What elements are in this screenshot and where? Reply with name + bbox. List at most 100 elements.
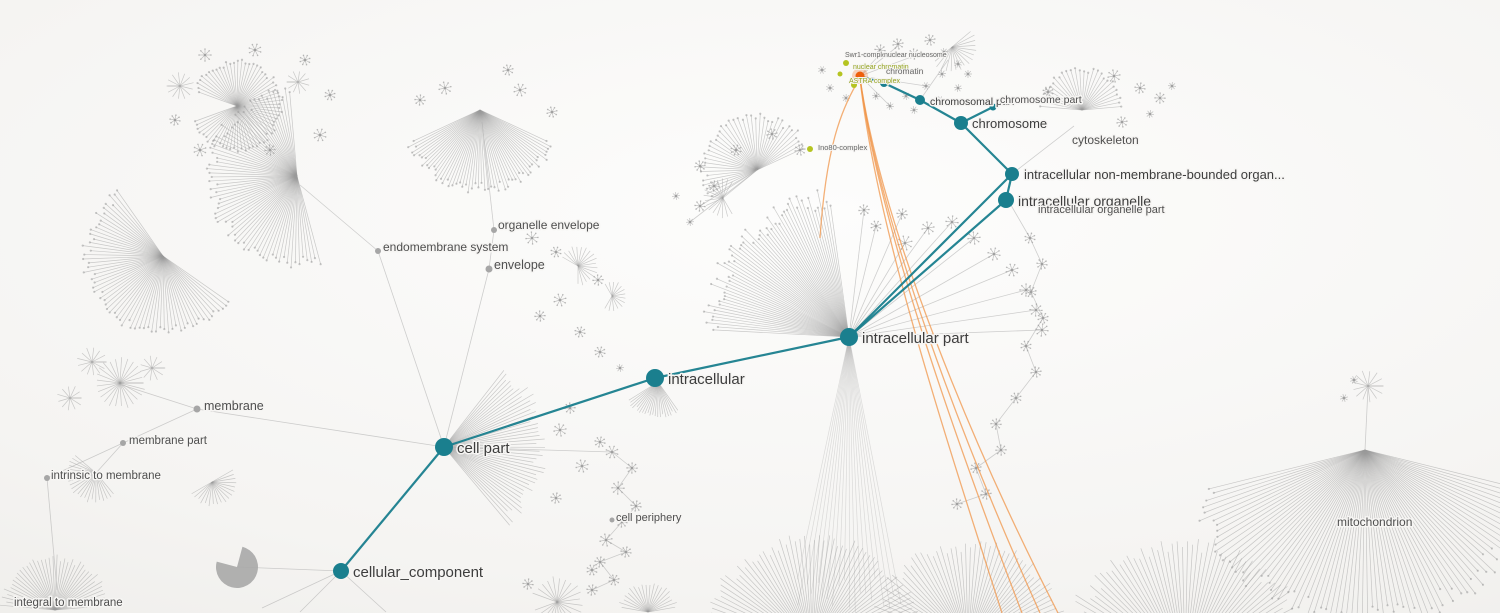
- term-label[interactable]: nuclear chromatin: [852, 63, 910, 72]
- star-tip-dot: [1035, 290, 1037, 292]
- star-tip-dot: [594, 593, 596, 595]
- graph-node-label-intracellular[interactable]: intracellular: [667, 370, 747, 390]
- highlight-node-green[interactable]: [851, 82, 857, 88]
- fan-spoke: [236, 105, 275, 131]
- fan-spoke: [729, 280, 850, 338]
- graph-node-label-chromosome[interactable]: chromosome: [971, 115, 1049, 133]
- star-tip-dot: [562, 424, 565, 426]
- fan-tip-dot: [414, 145, 418, 148]
- fan-tip-dot: [707, 304, 710, 307]
- term-label[interactable]: cytoskeleton: [1071, 132, 1141, 149]
- graph-node-label-intracellular-part[interactable]: intracellular part: [861, 329, 972, 349]
- graph-node-cellular-component[interactable]: [333, 563, 349, 579]
- fan-spoke: [1325, 449, 1366, 610]
- star-tip-dot: [321, 128, 323, 131]
- graph-edge: [859, 55, 915, 77]
- star-tip-dot: [900, 248, 903, 250]
- term-label[interactable]: mitochondrion: [1336, 514, 1414, 531]
- star-tip-dot: [306, 54, 309, 57]
- graph-node-label-intracellular-non-membrane-bounded-organelle[interactable]: intracellular non-membrane-bounded organ…: [1023, 166, 1287, 184]
- term-label[interactable]: Swr1-complex: [844, 51, 891, 60]
- fan-spoke: [276, 90, 298, 177]
- graph-node-chromosomal-part[interactable]: [915, 95, 925, 105]
- term-label[interactable]: chromosome part: [999, 93, 1084, 108]
- star-tip-dot: [1019, 399, 1022, 401]
- highlight-node-green[interactable]: [837, 71, 843, 77]
- graph-node-label-cell-part[interactable]: cell part: [456, 439, 512, 459]
- star-tip-dot: [596, 589, 598, 592]
- fan-spoke: [611, 289, 625, 297]
- fan-spoke: [100, 220, 164, 257]
- star-tip-dot: [208, 58, 211, 61]
- leaf-node-star: [608, 574, 620, 586]
- fan-spoke: [236, 105, 247, 151]
- term-label[interactable]: ASTRA complex: [848, 77, 901, 86]
- fan-tip-dot: [504, 188, 507, 191]
- star-tip-dot: [800, 154, 802, 156]
- fan-spoke: [1364, 449, 1388, 606]
- fan-tip-dot: [441, 182, 444, 185]
- graph-node-small[interactable]: [880, 79, 888, 87]
- graph-node-label-intracellular-organelle[interactable]: intracellular organelle: [1017, 192, 1153, 211]
- graph-node-intracellular-part[interactable]: [840, 328, 858, 346]
- graph-node-small[interactable]: [989, 103, 997, 111]
- highlight-node-green[interactable]: [864, 64, 870, 70]
- term-label[interactable]: endomembrane system: [382, 239, 510, 256]
- graph-node-intracellular-non-membrane-bounded-organelle[interactable]: [1005, 167, 1019, 181]
- graph-node-chromosome[interactable]: [954, 116, 968, 130]
- term-label[interactable]: membrane part: [128, 434, 210, 449]
- graph-node-intracellular-organelle[interactable]: [998, 192, 1014, 208]
- term-label[interactable]: intrinsic to membrane: [50, 469, 163, 484]
- fan-spoke: [140, 367, 153, 372]
- term-label[interactable]: nuclear nucleosome: [883, 51, 948, 60]
- star-tip-dot: [1003, 452, 1006, 455]
- term-label[interactable]: Ino80-complex: [817, 142, 868, 153]
- term-label[interactable]: organelle envelope: [497, 217, 602, 234]
- fan-spoke: [971, 541, 982, 613]
- term-label[interactable]: cell periphery: [615, 511, 684, 526]
- star-tip-dot: [604, 562, 606, 564]
- fan-spoke: [719, 300, 850, 338]
- fan-spoke: [151, 255, 164, 332]
- fan-spoke: [951, 34, 975, 48]
- fan-spoke: [1364, 449, 1404, 608]
- term-label[interactable]: membrane: [203, 398, 266, 415]
- graph-node-intracellular[interactable]: [646, 369, 664, 387]
- star-tip-dot: [704, 164, 706, 167]
- term-node-dot[interactable]: [485, 265, 493, 273]
- star-tip-dot: [204, 147, 207, 149]
- fan-tip-dot: [702, 310, 706, 313]
- fan-spoke: [1094, 595, 1118, 613]
- fan-tip-dot: [772, 206, 775, 209]
- fan-spoke: [708, 305, 850, 338]
- star-tip-dot: [313, 136, 316, 139]
- fan-spoke: [115, 382, 121, 407]
- fan-spoke: [647, 599, 673, 613]
- term-node-dot[interactable]: [193, 405, 201, 413]
- highlight-node-green[interactable]: [807, 146, 813, 152]
- highlight-node-orange[interactable]: [855, 71, 865, 81]
- term-node-dot[interactable]: [375, 248, 381, 254]
- fan-spoke: [736, 565, 783, 613]
- highlight-node-green[interactable]: [843, 60, 849, 66]
- graph-node-cell-part[interactable]: [435, 438, 453, 456]
- term-label[interactable]: integral to membrane: [13, 596, 125, 611]
- leaf-node-star: [987, 247, 1001, 261]
- term-node-dot[interactable]: [120, 440, 126, 446]
- graph-node-label-chromosomal-part[interactable]: chromosomal part: [929, 95, 1016, 110]
- term-label[interactable]: chromatin: [885, 65, 925, 77]
- star-tip-dot: [513, 90, 516, 93]
- graph-node-label-cellular-component[interactable]: cellular_component: [352, 563, 486, 583]
- term-node-dot[interactable]: [44, 475, 50, 481]
- fan-spoke: [443, 427, 538, 448]
- fan-tip-dot: [1320, 606, 1323, 609]
- term-label[interactable]: envelope: [493, 257, 547, 274]
- fan-spoke: [577, 265, 584, 286]
- term-node-dot[interactable]: [491, 227, 497, 233]
- highlighted-path-edge: [848, 173, 1013, 338]
- term-node-dot[interactable]: [609, 517, 615, 523]
- term-label[interactable]: intracellular organelle part: [1037, 203, 1167, 218]
- star-center-dot: [558, 298, 562, 302]
- fan-spoke: [119, 255, 164, 321]
